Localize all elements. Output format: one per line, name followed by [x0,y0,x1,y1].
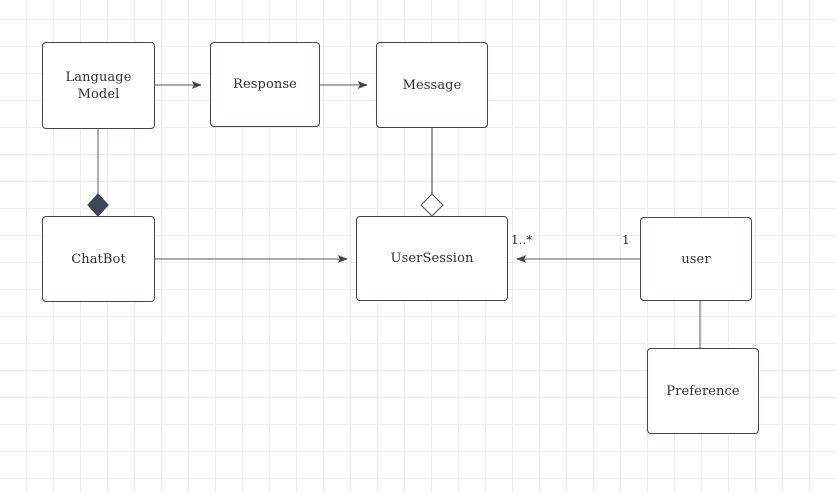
edge-language-model-to-chatbot [87,129,109,217]
node-preference[interactable]: Preference [647,348,759,434]
hollow-diamond-marker [420,193,444,217]
node-language-model-label: Language Model [65,69,132,102]
edge-message-to-usersession [420,128,444,217]
node-message-label: Message [402,77,462,93]
node-response[interactable]: Response [210,42,320,127]
filled-diamond-marker [87,193,109,217]
node-chatbot[interactable]: ChatBot [42,216,155,302]
node-usersession-label: UserSession [390,251,474,266]
multiplicity-user-side: 1 [622,233,630,247]
node-user[interactable]: user [640,217,752,301]
multiplicity-usersession-side: 1..* [511,233,533,247]
node-usersession[interactable]: UserSession [356,216,508,301]
node-preference-label: Preference [666,383,740,399]
node-message[interactable]: Message [376,42,488,128]
node-language-model[interactable]: Language Model [42,42,155,129]
node-response-label: Response [233,77,297,92]
node-user-label: user [681,251,711,267]
node-chatbot-label: ChatBot [71,251,126,267]
